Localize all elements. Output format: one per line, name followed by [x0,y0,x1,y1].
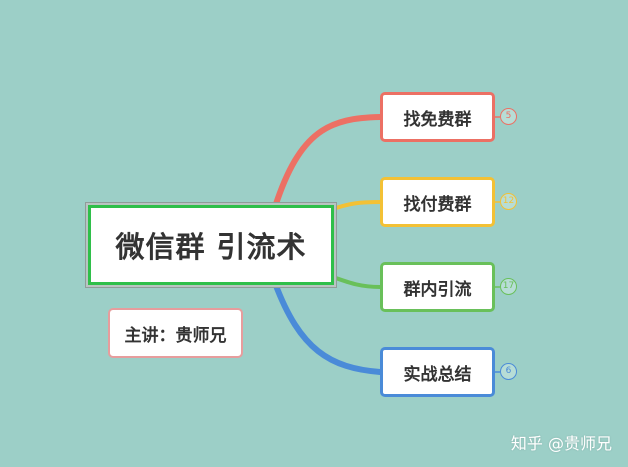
collapsed-count-badge[interactable]: 17 [500,278,517,295]
branch-practical-summary[interactable]: 实战总结 [380,347,495,397]
collapsed-count-badge[interactable]: 12 [500,193,517,210]
connector-branch-3 [328,274,382,289]
branch-find-free-groups[interactable]: 找免费群 [380,92,495,142]
connector-branch-1 [272,114,383,210]
branch-find-paid-groups[interactable]: 找付费群 [380,177,495,227]
collapsed-count-badge[interactable]: 6 [500,363,517,380]
watermark: 知乎 @贵师兄 [510,434,612,453]
collapsed-count-badge[interactable]: 5 [500,108,517,125]
connector-branch-4 [272,280,383,375]
connector-branch-2 [328,200,382,212]
speaker-note[interactable]: 主讲：贵师兄 [108,308,243,358]
branch-in-group-traffic[interactable]: 群内引流 [380,262,495,312]
root-topic[interactable]: 微信群 引流术 [88,205,334,285]
